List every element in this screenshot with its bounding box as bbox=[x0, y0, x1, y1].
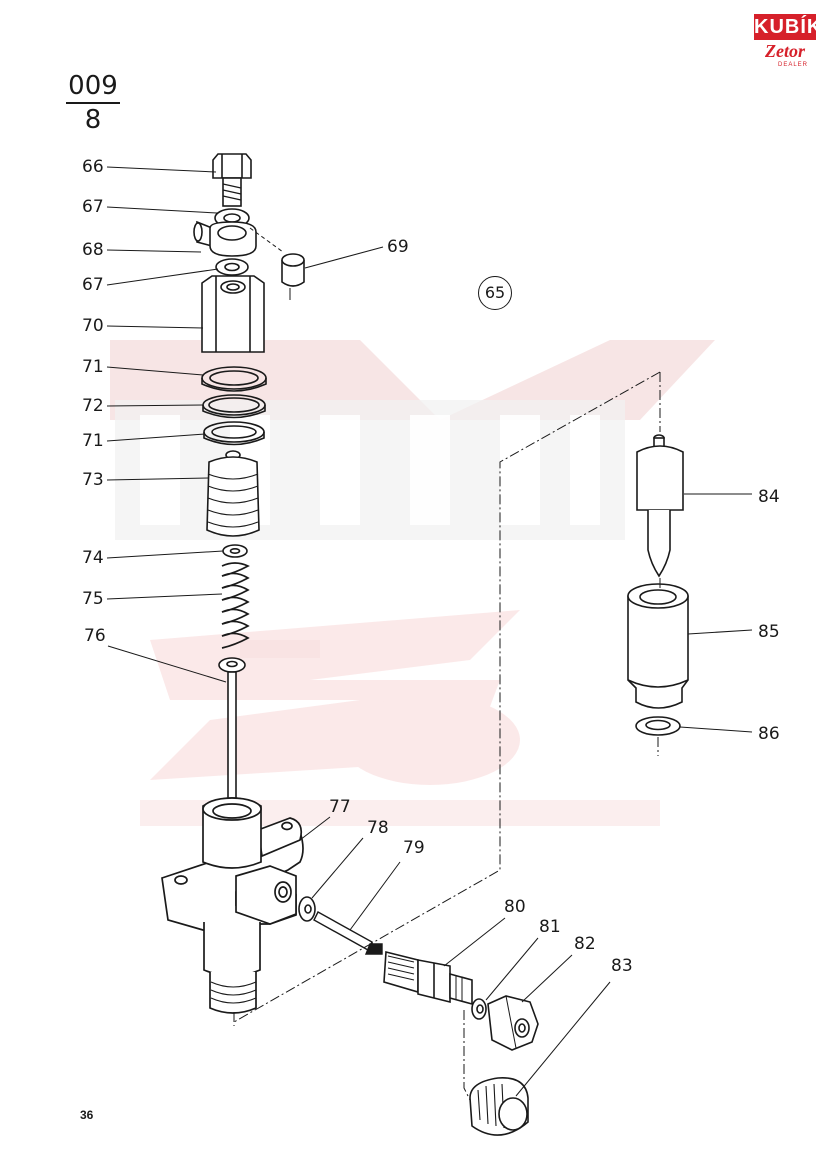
part-86-washer bbox=[635, 716, 681, 736]
part-84-nozzle bbox=[636, 434, 684, 578]
section-number: 009 8 bbox=[66, 72, 120, 134]
assembly-label: 65 bbox=[478, 276, 512, 310]
callout-84: 84 bbox=[758, 487, 780, 507]
kubik-zetor-logo: KUBÍK Zetor DEALER bbox=[754, 14, 823, 70]
part-73-spring-housing bbox=[206, 450, 260, 537]
callout-71b: 71 bbox=[82, 431, 104, 451]
part-85-nozzle-nut bbox=[627, 583, 689, 709]
callout-78: 78 bbox=[367, 818, 389, 838]
callout-76: 76 bbox=[84, 626, 106, 646]
leader-lines bbox=[106, 166, 753, 1097]
part-68-banjo bbox=[193, 220, 257, 257]
callout-71a: 71 bbox=[82, 357, 104, 377]
part-81-ring bbox=[471, 998, 487, 1020]
part-67-washer-lower bbox=[215, 258, 249, 276]
part-66-bolt bbox=[212, 153, 252, 207]
callout-81: 81 bbox=[539, 917, 561, 937]
page-number: 36 bbox=[80, 1108, 94, 1122]
section-number-top: 009 bbox=[66, 72, 120, 104]
logo-zetor: Zetor bbox=[765, 41, 805, 61]
callout-83: 83 bbox=[611, 956, 633, 976]
callout-79: 79 bbox=[403, 838, 425, 858]
part-83-cap bbox=[469, 1077, 529, 1136]
part-80-connector bbox=[383, 950, 473, 1006]
part-79-filter-rod bbox=[313, 911, 383, 955]
callout-82: 82 bbox=[574, 934, 596, 954]
callout-77: 77 bbox=[329, 797, 351, 817]
part-71-ring-lower bbox=[203, 421, 265, 446]
part-70-nut bbox=[201, 275, 265, 353]
part-75-spring bbox=[221, 562, 250, 649]
part-77-injector-body bbox=[161, 797, 304, 1014]
callout-68: 68 bbox=[82, 240, 104, 260]
callout-66: 66 bbox=[82, 157, 104, 177]
logo-dealer: DEALER bbox=[778, 62, 809, 68]
callout-73: 73 bbox=[82, 470, 104, 490]
watermark bbox=[110, 340, 715, 826]
callout-67a: 67 bbox=[82, 197, 104, 217]
part-78-disc bbox=[298, 896, 316, 922]
callout-85: 85 bbox=[758, 622, 780, 642]
logo-kubik: KUBÍK bbox=[754, 16, 823, 38]
callout-72: 72 bbox=[82, 396, 104, 416]
callout-69: 69 bbox=[387, 237, 409, 257]
part-71-ring-upper bbox=[201, 366, 267, 392]
assembly-lines bbox=[233, 371, 661, 1101]
part-82-nut bbox=[487, 995, 539, 1051]
section-number-bottom: 8 bbox=[84, 105, 102, 135]
callout-74: 74 bbox=[82, 548, 104, 568]
callout-86: 86 bbox=[758, 724, 780, 744]
part-69-sleeve bbox=[249, 227, 305, 300]
callout-75: 75 bbox=[82, 589, 104, 609]
callout-67b: 67 bbox=[82, 275, 104, 295]
callout-70: 70 bbox=[82, 316, 104, 336]
callout-80: 80 bbox=[504, 897, 526, 917]
part-74-washer bbox=[222, 544, 248, 558]
